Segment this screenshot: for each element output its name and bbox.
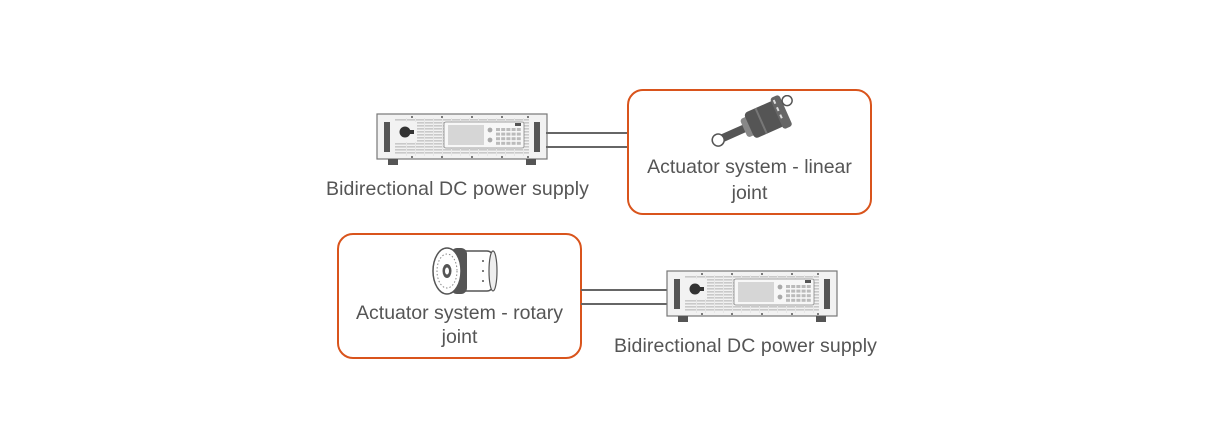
rotary-actuator-icon [432,247,498,295]
bottom-wire-2 [581,303,668,305]
rotary-actuator-box: Actuator system - rotary joint [337,233,582,359]
linear-actuator-label-line2: joint [731,182,768,204]
bottom-power-supply [666,270,838,324]
top-wire-2 [546,146,628,148]
top-power-supply-label: Bidirectional DC power supply [326,178,590,200]
rotary-actuator-label-line1: Actuator system - rotary [356,302,563,324]
linear-actuator-icon [711,95,793,147]
top-power-supply [376,113,548,167]
dc-power-supply-icon [376,113,548,165]
bottom-power-supply-label: Bidirectional DC power supply [614,335,878,357]
linear-actuator-box: Actuator system - linear joint [627,89,872,215]
top-wire-1 [546,132,628,134]
dc-power-supply-icon [666,270,838,322]
bottom-wire-1 [581,289,668,291]
linear-actuator-label-line1: Actuator system - linear [647,156,852,178]
rotary-actuator-label-line2: joint [441,326,478,348]
